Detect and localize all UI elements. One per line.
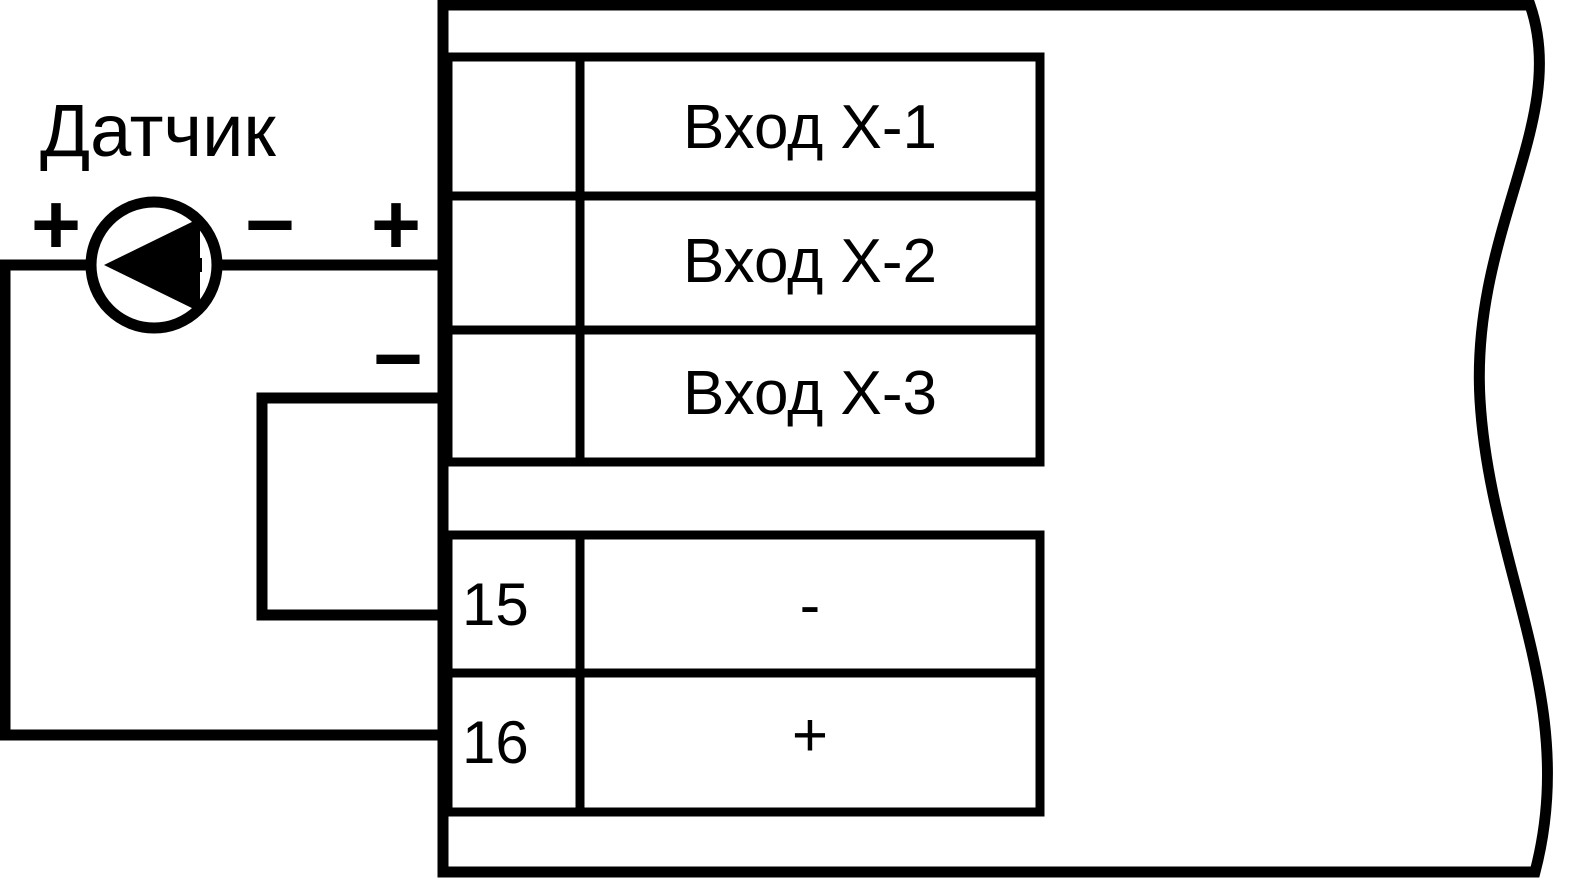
top-row-name-2: Вход Х-2 <box>683 227 937 296</box>
bottom-row-number-16: 16 <box>462 709 529 776</box>
top-row-name-1: Вход Х-1 <box>683 93 937 162</box>
device-body-outline <box>437 0 1553 878</box>
bottom-row-sign-15: - <box>799 571 821 640</box>
top-row-name-3: Вход Х-3 <box>683 359 937 428</box>
input-terminal-polarity-minus: − <box>372 311 424 407</box>
wire-sensor-return-to-terminal-16 <box>0 259 449 741</box>
sensor-polarity-minus: − <box>244 177 296 273</box>
sensor-polarity-plus: + <box>30 177 82 273</box>
wire-jumper-x3-to-terminal-15 <box>256 392 449 621</box>
bottom-row-number-15: 15 <box>462 571 529 638</box>
input-terminal-polarity-plus: + <box>370 177 422 273</box>
current-source-arrow-head <box>104 218 200 312</box>
bottom-row-sign-16: + <box>791 701 829 770</box>
sensor-label: Датчик <box>40 89 276 172</box>
